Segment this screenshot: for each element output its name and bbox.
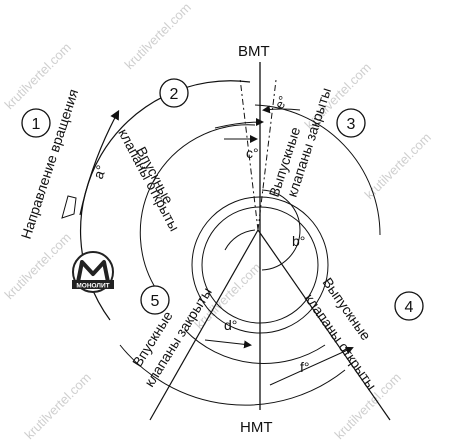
- exhaust-open-line: [257, 229, 391, 421]
- angle-a-label: a°: [90, 163, 110, 181]
- marker-4: 4: [394, 291, 424, 321]
- marker-3: 3: [336, 108, 366, 138]
- small-intake-arc: [224, 229, 256, 251]
- marker-2-text: 2: [170, 86, 179, 103]
- marker-4-text: 4: [405, 299, 414, 316]
- rotation-arrow: [79, 109, 120, 216]
- center-ring-outer: [191, 196, 329, 334]
- center-ring-inner: [201, 206, 319, 324]
- b-angle-arc-2: [261, 229, 301, 271]
- e-angle-arrow: [262, 105, 301, 114]
- monolit-logo: МОНОЛИТ: [72, 251, 114, 293]
- bdc-label: НМТ: [240, 419, 273, 436]
- angle-b-label: b°: [292, 233, 305, 249]
- marker-1: 1: [21, 108, 51, 138]
- marker-5: 5: [140, 285, 170, 315]
- lower-arc-inner: [184, 329, 326, 364]
- d-angle-arrow: [204, 339, 252, 349]
- b-angle-arc: [261, 189, 301, 231]
- marker-3-text: 3: [347, 116, 356, 133]
- tdc-label: ВМТ: [238, 43, 270, 60]
- intake-open-line: [239, 77, 259, 231]
- f-angle-arrow: [269, 346, 354, 386]
- watermark-2: krutilvertel.com: [122, 0, 194, 72]
- exhaust-close-line: [257, 79, 277, 231]
- lower-arc-outer: [119, 344, 346, 406]
- rotation-direction-label: Направление вращения: [18, 87, 82, 241]
- intake-duration-arc-inner: [139, 124, 256, 296]
- logo-text: МОНОЛИТ: [76, 283, 109, 290]
- logo-m-icon: [76, 260, 110, 283]
- rotation-pointer-icon: [61, 195, 77, 219]
- intake-open-label-line2: клапаны открыты: [115, 126, 182, 234]
- c-angle-arrow: [214, 118, 264, 129]
- angle-c-label: c°: [246, 145, 259, 161]
- marker-2: 2: [159, 78, 189, 108]
- intake-close-line: [149, 229, 259, 421]
- marker-5-text: 5: [151, 293, 160, 310]
- watermark-7: krutilvertel.com: [22, 370, 94, 442]
- marker-1-text: 1: [32, 116, 41, 133]
- angle-f-label: f°: [300, 359, 310, 375]
- angle-d-label: d°: [224, 317, 237, 333]
- watermark-5: krutilvertel.com: [2, 230, 74, 302]
